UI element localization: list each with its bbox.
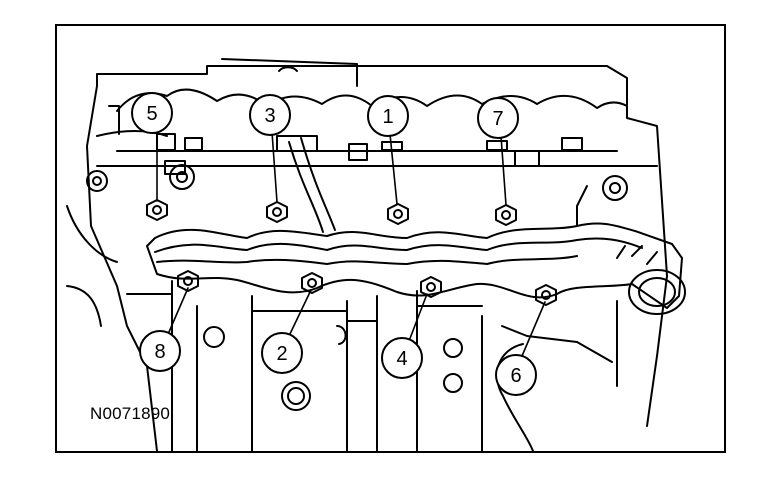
svg-text:1: 1 [382, 106, 393, 128]
callout-6: 6 [495, 354, 537, 396]
nut-5 [146, 199, 168, 221]
exhaust-manifold [146, 222, 686, 315]
svg-text:5: 5 [146, 103, 157, 125]
svg-text:7: 7 [492, 108, 503, 130]
nut-7 [495, 204, 517, 226]
nut-8 [177, 270, 199, 292]
svg-text:2: 2 [276, 343, 287, 365]
svg-text:4: 4 [396, 348, 407, 370]
nut-1 [387, 203, 409, 225]
callout-1: 1 [367, 95, 409, 137]
illustration-frame: 5 3 1 7 8 2 4 6 N0071890 [55, 24, 726, 453]
svg-text:6: 6 [510, 365, 521, 387]
callout-leaders [156, 131, 546, 357]
manifold-nuts [146, 199, 557, 306]
exhaust-manifold-illustration: 5 3 1 7 8 2 4 6 [66, 58, 686, 451]
nut-3 [266, 201, 288, 223]
nut-6 [535, 284, 557, 306]
callouts: 5 3 1 7 8 2 4 6 [131, 92, 537, 396]
callout-3: 3 [249, 94, 291, 136]
svg-text:3: 3 [264, 105, 275, 127]
svg-text:8: 8 [154, 341, 165, 363]
callout-4: 4 [381, 337, 423, 379]
nut-4 [420, 276, 442, 298]
callout-2: 2 [261, 332, 303, 374]
callout-7: 7 [477, 97, 519, 139]
pipe-tube [288, 137, 336, 233]
callout-5: 5 [131, 92, 173, 134]
figure-reference-code: N0071890 [90, 404, 171, 423]
head-bolt-bosses [86, 164, 628, 411]
callout-8: 8 [139, 330, 181, 372]
nut-2 [301, 272, 323, 294]
